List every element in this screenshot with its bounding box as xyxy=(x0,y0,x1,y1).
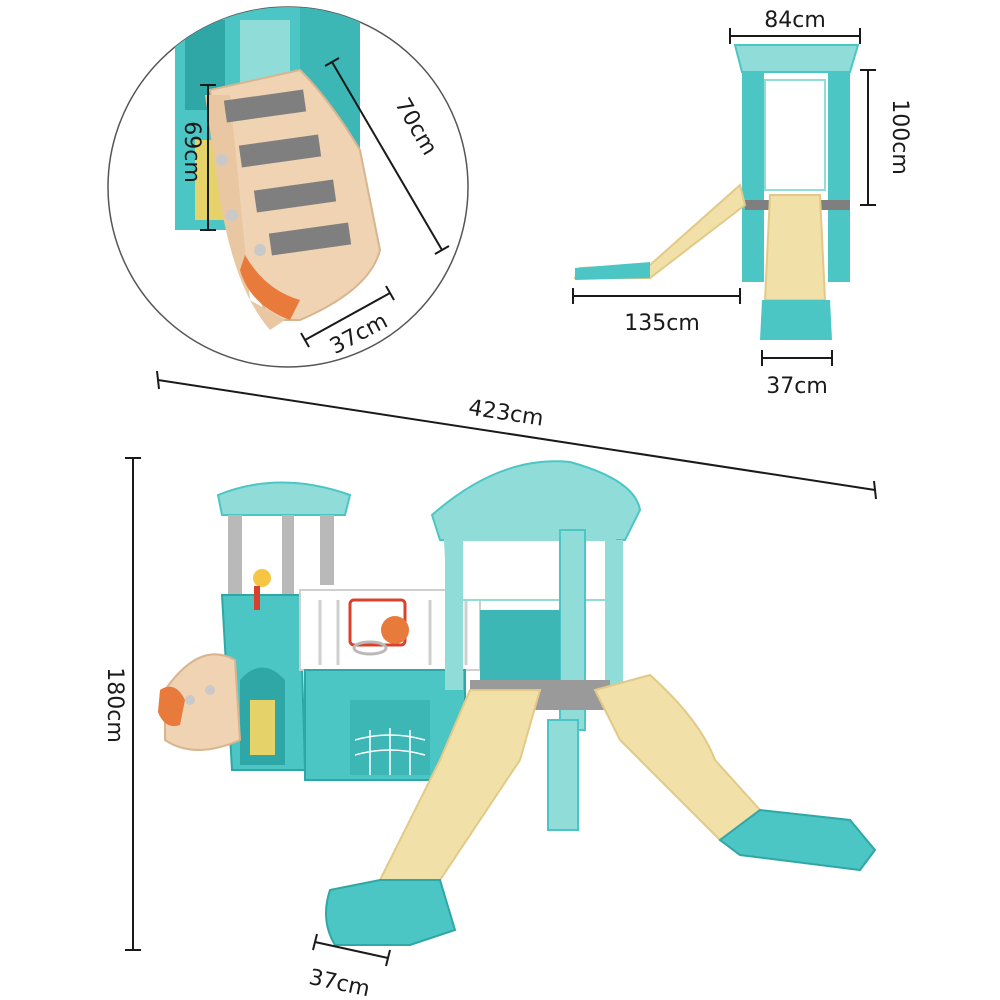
main-playground: 37cm xyxy=(158,460,877,1000)
total-height-label: 180cm xyxy=(102,667,127,743)
side-top-width-label: 84cm xyxy=(764,8,826,33)
side-slide-width-label: 37cm xyxy=(766,374,828,399)
total-height-dimension: 180cm xyxy=(102,457,141,951)
ladder-detail-view: 69cm 70cm 37cm xyxy=(107,6,469,368)
main-slide-width-label: 37cm xyxy=(307,965,372,1000)
total-length-label: 423cm xyxy=(467,396,545,432)
side-view: 84cm 100cm 135cm 37cm xyxy=(572,8,912,399)
ladder-height-label: 69cm xyxy=(179,121,204,183)
side-slide-length-label: 135cm xyxy=(624,311,700,336)
side-height-label: 100cm xyxy=(887,99,912,175)
